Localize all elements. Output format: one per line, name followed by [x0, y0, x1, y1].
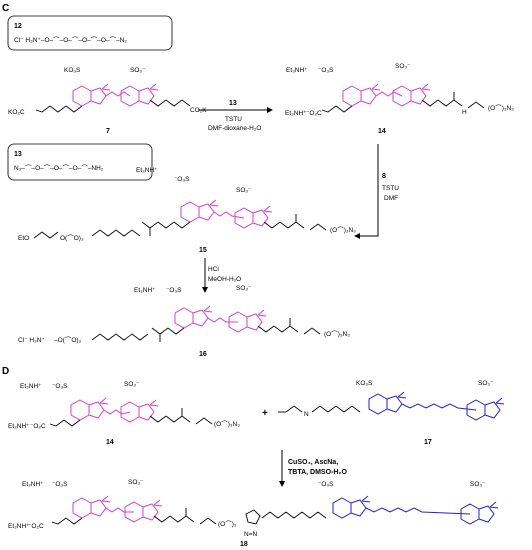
c16-so3-left: ⁻O₃S: [166, 287, 182, 294]
c14-peg: (O⌒)₃N₃: [488, 104, 514, 112]
arrow1-cond2: DMF-dioxane-H₂O: [208, 125, 261, 132]
arrowd-cond2: TBTA, DMSO-H₂O: [288, 469, 348, 476]
d14-cation: Et₃NH⁺: [20, 383, 42, 390]
reagent-13-box: 13 N₃–⌒–O–⌒–O–⌒–O–⌒–NH₂: [7, 143, 153, 181]
d14-cation2: Et₃NH⁺: [8, 423, 30, 430]
arrow3-cond1: HCl: [208, 266, 219, 273]
c15-number: 15: [199, 247, 207, 254]
d14-so3-left: ⁻O₃S: [52, 383, 68, 390]
c18-so3-c: ⁻O₃S: [318, 481, 334, 488]
d14-peg: (O⌒)₃N₃: [214, 420, 240, 428]
c16-peg-left: –O(⌒O)₃: [54, 336, 82, 344]
compound-14-top: Et₃NH⁺ ⁻O₃S SO₃⁻ H (O⌒)₃N₃ Et₃NH⁺ ⁻O₂C 1…: [285, 63, 514, 135]
compound-7-left-group: KO₂C: [8, 109, 25, 116]
c14-nh: H: [462, 109, 467, 116]
c15-left-group: EtO: [18, 235, 29, 242]
arrow1-reagent: 13: [229, 100, 237, 107]
c16-number: 16: [199, 351, 207, 358]
reagent-12-number: 12: [14, 23, 22, 30]
c17-number: 17: [424, 439, 432, 446]
c16-peg-right: (O⌒)₃N₃: [324, 330, 350, 338]
compound-16: Et₃NH⁺ ⁻O₃S SO₃⁻ (O⌒)₃N₃ Cl⁻ H₃N⁺ –O(⌒O)…: [18, 285, 350, 358]
c17-nh: N: [304, 411, 309, 418]
c18-so3-a: ⁻O₃S: [52, 481, 68, 488]
compound-7-number: 7: [106, 128, 110, 135]
reagent-12-structure: Cl⁻ H₃N⁺–O–⌒–O–⌒–O–⌒–O–⌒–N₃: [14, 36, 127, 44]
reagent-13-structure: N₃–⌒–O–⌒–O–⌒–O–⌒–NH₂: [14, 164, 104, 172]
section-d-label: D: [2, 366, 9, 377]
c18-number: 18: [240, 541, 248, 548]
arrow2-cond1: TSTU: [382, 185, 399, 192]
arrowd-cond1: CuSO₄, AscNa,: [288, 459, 338, 466]
compound-14-d: Et₃NH⁺ ⁻O₃S SO₃⁻ (O⌒)₃N₃ Et₃NH⁺ ⁻O₂C 14: [8, 381, 240, 446]
arrow3-cond2: MeOH-H₂O: [208, 276, 241, 283]
c15-so3-left: ⁻O₃S: [174, 176, 190, 183]
c14-number: 14: [378, 128, 386, 135]
d14-so3-right: SO₃⁻: [124, 381, 140, 388]
arrow2-cond2: DMF: [384, 195, 398, 202]
c18-cation2: Et₃NH⁺: [8, 523, 30, 530]
arrow-7-to-14: 13 TSTU DMF-dioxane-H₂O: [198, 100, 273, 132]
c14-left-group: ⁻O₂C: [306, 110, 322, 117]
c14-so3-right: SO₃⁻: [395, 63, 411, 70]
compound-7-so3-left: KO₃S: [64, 67, 81, 74]
c17-so3-left: KO₃S: [356, 380, 373, 387]
d14-number: 14: [106, 439, 114, 446]
c18-so3-b: SO₃⁻: [128, 479, 144, 486]
c14-cation2: Et₃NH⁺: [285, 110, 307, 117]
arrow2-reagent: 8: [382, 173, 386, 180]
reagent-13-number: 13: [14, 151, 22, 158]
c14-cation: Et₃NH⁺: [286, 67, 308, 74]
c18-triazole: N=N: [244, 531, 257, 538]
c16-so3-right: SO₃⁻: [236, 285, 252, 292]
section-c-label: C: [2, 3, 9, 14]
c18-peg: (O⌒)₃: [218, 520, 237, 528]
c18-left-group: ⁻O₂C: [28, 523, 44, 530]
c16-left-group: Cl⁻ H₃N⁺: [18, 337, 45, 344]
c15-peg-right: (O⌒)₃N₃: [330, 226, 356, 234]
compound-17: KO₃S SO₃⁻ N 17: [278, 380, 505, 446]
arrow-to-18: CuSO₄, AscNa, TBTA, DMSO-H₂O: [279, 450, 348, 487]
c18-cation: Et₃NH⁺: [22, 481, 44, 488]
compound-7-so3-right: SO₃⁻: [130, 67, 146, 74]
compound-15: Et₃NH⁺ ⁻O₃S SO₃⁻ (O⌒)₃N₃ EtO O(⌒O)₃ 15: [18, 167, 356, 254]
compound-7: KO₃S SO₃⁻ KO₂C CO₂K 7: [8, 67, 207, 135]
c16-cation: Et₃NH⁺: [134, 287, 156, 294]
c15-peg-left: O(⌒O)₃: [60, 234, 84, 242]
plus-sign: +: [262, 408, 268, 419]
c18-so3-d: SO₃⁻: [470, 481, 486, 488]
compound-18: Et₃NH⁺ ⁻O₃S SO₃⁻ ⁻O₃S SO₃⁻ (O⌒)₃ N=N Et₃…: [8, 479, 499, 548]
arrow-14-to-15: 8 TSTU DMF: [354, 144, 399, 239]
c15-cation: Et₃NH⁺: [136, 167, 158, 174]
d14-left-group: ⁻O₂C: [30, 423, 46, 430]
arrow1-cond1: TSTU: [225, 116, 242, 123]
c14-so3-left: ⁻O₃S: [318, 67, 334, 74]
arrow-15-to-16: HCl MeOH-H₂O: [202, 258, 241, 293]
reagent-12-box: 12 Cl⁻ H₃N⁺–O–⌒–O–⌒–O–⌒–O–⌒–N₃: [7, 15, 173, 51]
c15-so3-right: SO₃⁻: [236, 187, 252, 194]
c17-so3-right: SO₃⁻: [478, 380, 494, 387]
